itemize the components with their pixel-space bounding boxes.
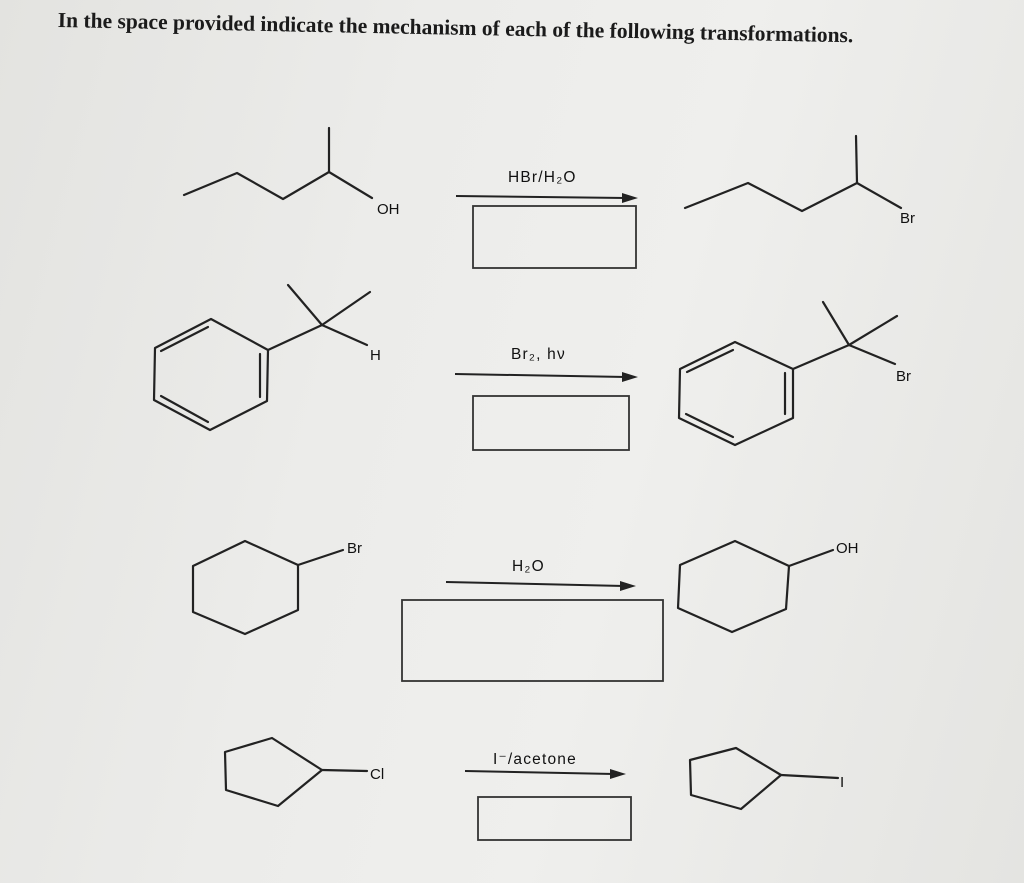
product-3-oh-label: OH	[836, 540, 859, 557]
reactant-2-methyl-a	[286, 283, 324, 327]
reactant-2-methyl-b	[320, 290, 372, 327]
reaction-4: Cl I⁻/acetone I	[223, 736, 844, 841]
reaction-3: Br H₂O OH	[191, 539, 859, 682]
reaction-1-arrow	[455, 195, 627, 199]
reaction-2-arrowhead	[622, 372, 638, 382]
reactant-3-br-bond	[296, 548, 345, 567]
reactant-4-cl-label: Cl	[370, 766, 384, 783]
reactant-2-structure: H	[152, 283, 381, 432]
reaction-1-arrowhead	[622, 193, 638, 203]
reactant-2-h-label: H	[370, 347, 381, 364]
product-2-br-label: Br	[896, 368, 911, 385]
reactant-1-oh-label: OH	[377, 201, 400, 218]
product-2-double-bond-b	[684, 412, 735, 439]
product-3-cyclohexane-ring	[676, 539, 791, 634]
reagent-4: I⁻/acetone	[493, 751, 577, 768]
product-2-methyl-b	[847, 314, 899, 347]
product-4-structure: I	[688, 746, 844, 811]
reactant-4-structure: Cl	[223, 736, 384, 808]
reaction-2: H Br₂, hν Br	[152, 283, 911, 451]
reagent-2: Br₂, hν	[511, 346, 566, 363]
product-2-ipso-bond	[791, 343, 851, 371]
reaction-4-arrow	[464, 770, 615, 775]
product-2-structure: Br	[677, 300, 911, 447]
product-1-chain	[683, 181, 903, 213]
product-1-methyl	[854, 134, 859, 185]
reactant-4-cyclopentane-ring	[223, 736, 324, 808]
reaction-2-arrow	[454, 373, 627, 378]
mechanism-box-2[interactable]	[472, 395, 630, 451]
reactant-3-br-label: Br	[347, 540, 362, 557]
reaction-4-arrowhead	[610, 769, 626, 779]
product-2-methyl-a	[821, 300, 851, 347]
product-1-br-label: Br	[900, 210, 915, 227]
reagent-3: H₂O	[512, 558, 545, 575]
product-2-double-bond-a	[685, 348, 735, 374]
reactant-2-h-bond	[320, 323, 369, 347]
reactant-3-cyclohexane-ring	[191, 539, 300, 636]
reagent-1: HBr/H₂O	[508, 169, 577, 186]
product-1-structure: Br	[683, 134, 915, 227]
reactant-2-double-bond-b	[159, 394, 210, 424]
product-2-benzene-ring	[677, 340, 795, 447]
reaction-3-arrow	[445, 581, 625, 587]
mechanism-box-1[interactable]	[472, 205, 637, 269]
mechanism-box-4[interactable]	[477, 796, 632, 841]
reactant-2-ipso-bond	[266, 323, 324, 352]
product-3-structure: OH	[676, 539, 859, 634]
reactant-2-double-bond-a	[159, 325, 210, 353]
reactant-2-benzene-ring	[152, 317, 270, 432]
reactant-3-structure: Br	[191, 539, 362, 636]
reactant-1-structure: OH	[182, 126, 400, 218]
reactant-1-chain	[182, 170, 374, 201]
reaction-3-arrowhead	[620, 581, 636, 591]
reactant-4-cl-bond	[320, 768, 369, 773]
product-4-cyclopentane-ring	[688, 746, 783, 811]
reaction-1: OH HBr/H₂O Br	[182, 126, 915, 269]
product-2-br-bond	[847, 343, 897, 366]
mechanism-box-3[interactable]	[401, 599, 664, 682]
product-4-i-label: I	[840, 774, 844, 791]
product-3-oh-bond	[787, 548, 835, 568]
product-4-i-bond	[779, 773, 840, 780]
